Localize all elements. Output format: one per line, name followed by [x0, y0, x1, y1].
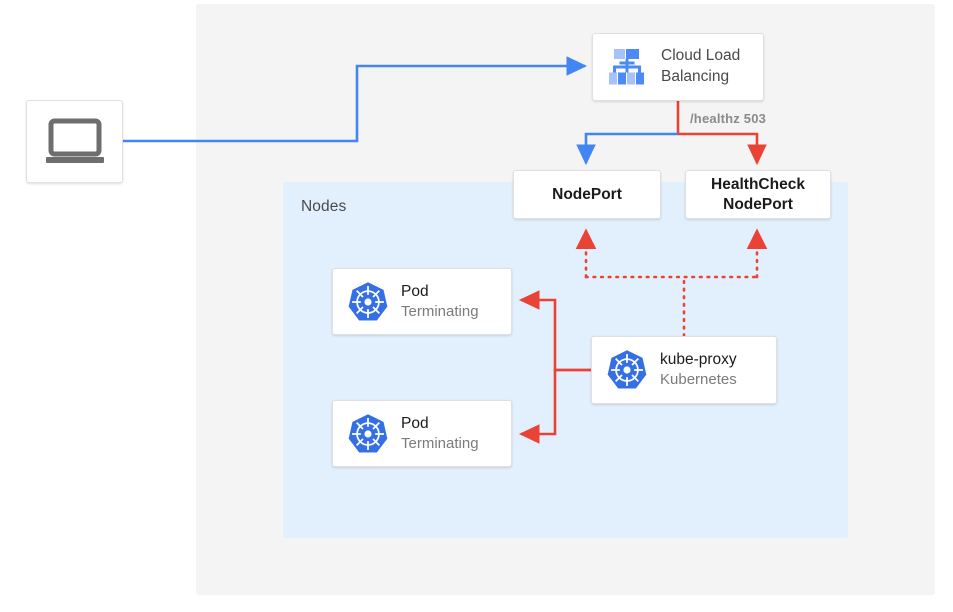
kube-proxy-title: kube-proxy	[660, 351, 737, 369]
kubernetes-icon	[348, 281, 388, 320]
kube-proxy-card: kube-proxy Kubernetes	[591, 336, 777, 404]
healthcheck-nodeport-line2: NodePort	[723, 195, 793, 213]
healthcheck-nodeport-label: HealthCheck NodePort	[686, 171, 830, 218]
kube-proxy-label: kube-proxy Kubernetes	[660, 350, 737, 389]
pod-label-1: Pod Terminating	[401, 282, 479, 321]
cloud-load-balancing-card: Cloud Load Balancing	[592, 33, 764, 101]
edge-cloudlb-to-healthcheck-nodeport	[678, 132, 767, 166]
nodeport-card: NodePort	[513, 170, 661, 219]
kubernetes-icon	[607, 350, 647, 389]
cloud-load-balancing-label: Cloud Load Balancing	[661, 46, 740, 88]
kubernetes-icon	[348, 413, 388, 452]
nodeport-label: NodePort	[552, 185, 622, 203]
pod-title-2: Pod	[401, 414, 429, 432]
pod-card-2: Pod Terminating	[332, 400, 512, 467]
laptop-icon	[45, 118, 104, 163]
kube-proxy-subtitle: Kubernetes	[660, 371, 737, 389]
pod-status-2: Terminating	[401, 434, 479, 452]
pod-card-1: Pod Terminating	[332, 268, 512, 335]
cloud-load-balancing-icon	[605, 47, 651, 87]
healthcheck-nodeport-line1: HealthCheck	[711, 176, 805, 194]
pod-label-2: Pod Terminating	[401, 414, 479, 453]
pod-title-1: Pod	[401, 282, 429, 300]
cloud-load-balancing-line2: Balancing	[661, 68, 730, 85]
edge-cloudlb-to-nodeport	[576, 132, 678, 166]
client-laptop-card	[26, 100, 123, 183]
healthcheck-nodeport-card: HealthCheck NodePort	[685, 170, 831, 219]
pod-status-1: Terminating	[401, 302, 479, 320]
nodes-region-label: Nodes	[301, 198, 347, 215]
healthz-edge-label: /healthz 503	[690, 111, 767, 126]
edge-kubeproxy-to-pod1	[518, 290, 591, 372]
edge-client-to-cloudlb	[123, 56, 588, 143]
cloud-load-balancing-line1: Cloud Load	[661, 47, 741, 65]
edge-kubeproxy-to-pod2	[518, 368, 591, 444]
